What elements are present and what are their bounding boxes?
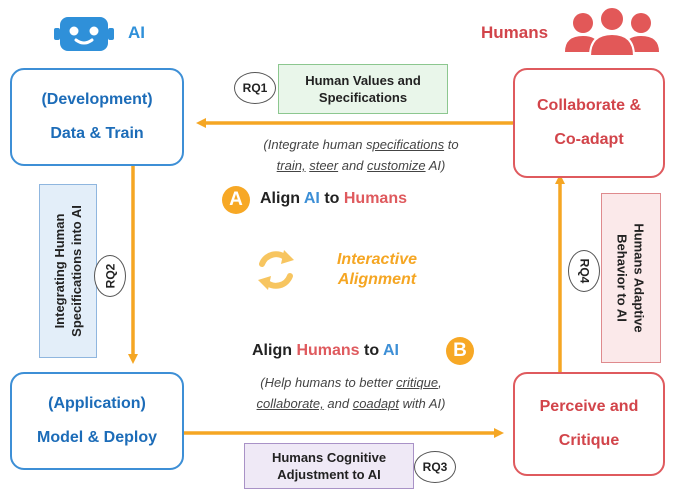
rq1-line1: Human Values and [305,73,421,88]
ai-header-label: AI [128,23,145,42]
rq3-line1: Humans Cognitive [271,450,387,465]
collaborate-line2: Co-adapt [554,131,624,148]
collaborate-box: Collaborate & Co-adapt [513,68,665,178]
rq4-line2: Behavior to AI [615,234,631,322]
perceive-line1: Perceive and [539,398,639,415]
rq1-tag: Human Values and Specifications [278,64,448,114]
application-subtitle: Model & Deploy [36,429,157,446]
collaborate-line1: Collaborate & [536,97,641,114]
application-title: (Application) [48,395,146,412]
rq4-tag: Humans Adaptive Behavior to AI [601,193,661,363]
rq2-line1: Integrating Human [52,213,68,329]
badge-a: A [222,186,250,214]
humans-header-label: Humans [481,23,549,42]
rq3-line2: Adjustment to AI [277,467,381,482]
rq4-line1: Humans Adaptive [632,223,648,333]
align-b-heading: Align Humans to AI [252,342,399,359]
rq3-badge: RQ3 [414,451,456,483]
application-box: (Application) Model & Deploy [10,372,184,470]
align-b-description: (Help humans to better critique, collabo… [256,375,446,411]
perceive-line2: Critique [558,432,620,449]
people-icon [563,6,661,58]
development-box: (Development) Data & Train [10,68,184,166]
rq2-line2: Specifications into AI [69,205,85,337]
rq4-badge: RQ4 [568,250,600,292]
development-subtitle: Data & Train [50,125,144,142]
rq1-line2: Specifications [318,90,408,105]
rq1-badge: RQ1 [234,72,276,104]
badge-b: B [446,337,474,365]
rq2-badge: RQ2 [94,255,126,297]
development-title: (Development) [41,91,153,108]
robot-icon [52,14,118,54]
rq2-tag: Integrating Human Specifications into AI [39,184,97,358]
rq3-tag: Humans Cognitive Adjustment to AI [244,443,414,489]
align-a-description: (Integrate human specifications to train… [263,137,459,173]
perceive-box: Perceive and Critique [513,372,665,476]
align-a-heading: Align AI to Humans [260,190,407,207]
